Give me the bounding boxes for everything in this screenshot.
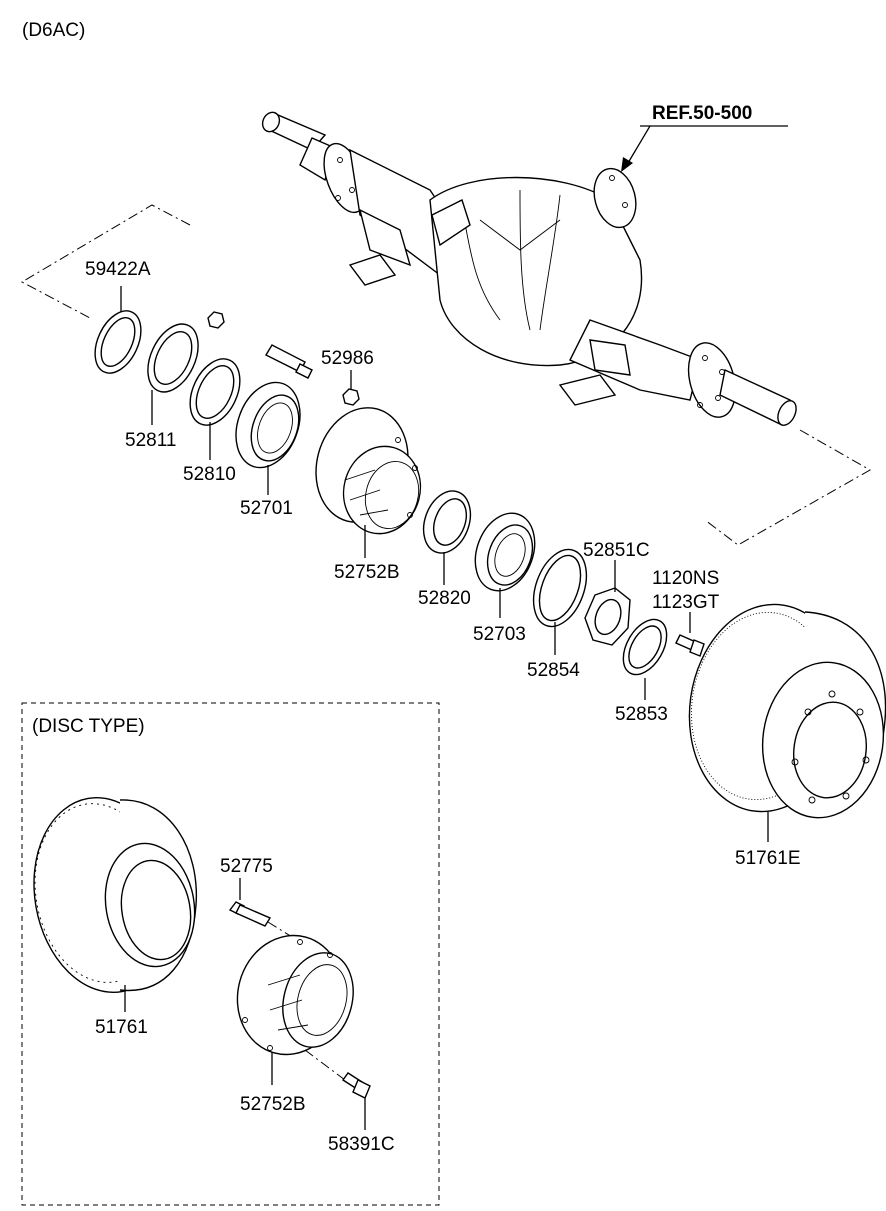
dashed-outline-right bbox=[704, 429, 872, 546]
label-52851c: 52851C bbox=[583, 540, 650, 561]
engine-code-label: (D6AC) bbox=[22, 20, 85, 41]
label-52853: 52853 bbox=[615, 704, 668, 725]
seal-52820[interactable] bbox=[415, 484, 478, 559]
stud-bolt-52775[interactable] bbox=[228, 901, 272, 927]
bolt-58391c-dash bbox=[304, 1049, 346, 1081]
brake-disc-51761[interactable] bbox=[19, 786, 204, 1003]
label-51761e: 51761E bbox=[735, 848, 801, 869]
label-52854: 52854 bbox=[527, 660, 580, 681]
label-52775: 52775 bbox=[220, 856, 273, 877]
disc-type-inset-frame bbox=[21, 702, 440, 1206]
label-1123gt: 1123GT bbox=[652, 592, 720, 613]
bearing-52703[interactable] bbox=[465, 505, 545, 599]
ring-52854[interactable] bbox=[524, 542, 596, 634]
seal-52810[interactable] bbox=[180, 351, 249, 433]
stud-bolt-dash bbox=[267, 921, 301, 943]
reference-arrowhead bbox=[621, 157, 633, 172]
brake-drum-51761e[interactable] bbox=[676, 594, 886, 825]
hub-52752b[interactable] bbox=[304, 397, 431, 542]
oil-seal-52811[interactable] bbox=[138, 316, 208, 400]
label-59422a: 59422A bbox=[85, 259, 151, 280]
nut-upper[interactable] bbox=[207, 311, 225, 329]
label-52752b-disc: 52752B bbox=[240, 1094, 306, 1115]
hub-52752b-disc[interactable] bbox=[224, 924, 363, 1067]
label-52986: 52986 bbox=[321, 348, 374, 369]
label-52811: 52811 bbox=[125, 430, 176, 451]
reference-leader bbox=[627, 125, 651, 164]
label-58391c: 58391C bbox=[328, 1134, 395, 1155]
hub-bolt[interactable] bbox=[265, 344, 313, 379]
bearing-52701[interactable] bbox=[225, 373, 311, 476]
axle-housing[interactable] bbox=[260, 110, 800, 429]
dashed-outline-left bbox=[20, 204, 191, 319]
label-52820: 52820 bbox=[418, 588, 471, 609]
lock-washer-52853[interactable] bbox=[614, 612, 675, 682]
label-52701: 52701 bbox=[240, 498, 293, 519]
label-52752b: 52752B bbox=[334, 562, 400, 583]
label-1120ns: 1120NS bbox=[652, 568, 719, 589]
bolt-58391c[interactable] bbox=[342, 1072, 371, 1099]
nut-52851c[interactable] bbox=[584, 587, 631, 646]
bolt-1123gt[interactable] bbox=[675, 634, 705, 657]
label-52703: 52703 bbox=[473, 624, 526, 645]
label-51761: 51761 bbox=[95, 1017, 148, 1038]
disc-type-title: (DISC TYPE) bbox=[32, 716, 145, 737]
nut-52986[interactable] bbox=[342, 388, 360, 406]
seal-59422a[interactable] bbox=[86, 304, 150, 381]
label-52810: 52810 bbox=[183, 464, 236, 485]
reference-label[interactable]: REF.50-500 bbox=[652, 103, 752, 124]
